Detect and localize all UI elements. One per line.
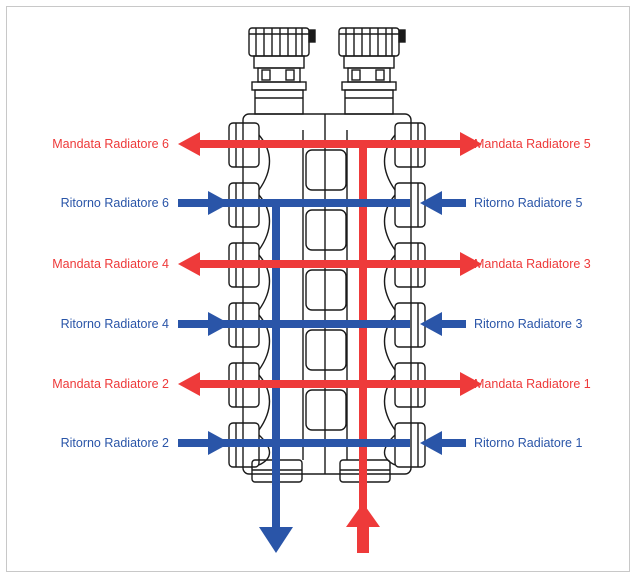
left-ports	[228, 122, 260, 468]
label-return-4: Ritorno Radiatore 4	[61, 317, 169, 331]
inner-segments	[258, 134, 396, 466]
left-air-vent	[248, 27, 316, 115]
left-labels: Mandata Radiatore 6 Ritorno Radiatore 6 …	[52, 137, 169, 450]
label-return-5: Ritorno Radiatore 5	[474, 196, 582, 210]
return-bars	[178, 199, 410, 447]
return-arrowheads	[208, 191, 466, 455]
supply-arrowheads	[178, 132, 482, 396]
right-air-vent	[338, 27, 406, 115]
right-labels: Mandata Radiatore 5 Ritorno Radiatore 5 …	[474, 137, 591, 450]
right-ports	[394, 122, 426, 468]
manifold-outline	[242, 113, 412, 475]
label-supply-2: Mandata Radiatore 2	[52, 377, 169, 391]
supply-bars	[200, 140, 460, 388]
label-return-1: Ritorno Radiatore 1	[474, 436, 582, 450]
return-outlet-arrow	[259, 199, 293, 553]
label-return-3: Ritorno Radiatore 3	[474, 317, 582, 331]
label-supply-1: Mandata Radiatore 1	[474, 377, 591, 391]
supply-inlet-arrow	[346, 142, 380, 553]
label-return-2: Ritorno Radiatore 2	[61, 436, 169, 450]
label-supply-6: Mandata Radiatore 6	[52, 137, 169, 151]
diagram-frame	[6, 6, 630, 572]
label-supply-5: Mandata Radiatore 5	[474, 137, 591, 151]
label-return-6: Ritorno Radiatore 6	[61, 196, 169, 210]
label-supply-4: Mandata Radiatore 4	[52, 257, 169, 271]
manifold-body	[228, 27, 426, 483]
label-supply-3: Mandata Radiatore 3	[474, 257, 591, 271]
